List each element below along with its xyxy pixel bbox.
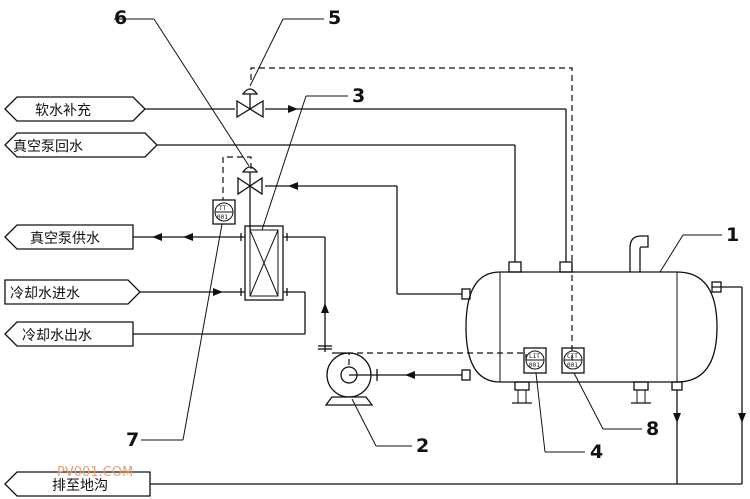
flow-arrow [152, 233, 162, 241]
cooling-water-control-valve [237, 166, 263, 196]
flow-arrow [405, 371, 415, 379]
callout-1: 1 [726, 224, 739, 246]
label-soft-water-text: 软水补充 [35, 103, 91, 119]
label-drain-text: 排至地沟 [52, 478, 108, 494]
flow-arrow [183, 233, 193, 241]
flow-arrow [213, 288, 223, 296]
tt-number: 001 [217, 214, 228, 221]
control-signal-lines [222, 67, 573, 368]
soft-water-control-valve [236, 88, 264, 119]
cit-tag: CIT [567, 353, 578, 360]
label-cooling-in-text: 冷却水进水 [10, 286, 80, 302]
flow-arrow [738, 413, 746, 423]
flow-arrow [321, 303, 329, 313]
label-cooling-water-out: 冷却水出水 [4, 321, 134, 347]
soft-water-pipe [145, 105, 567, 262]
label-vacuum-return-text: 真空泵回水 [13, 139, 83, 155]
label-vacuum-supply-text: 真空泵供水 [30, 231, 100, 247]
drain-pipe [150, 286, 746, 485]
temperature-transmitter-tt001: TT 001 [212, 199, 236, 225]
flow-arrow [288, 182, 298, 190]
label-cooling-water-in: 冷却水进水 [4, 279, 141, 305]
callout-leaders [114, 18, 722, 453]
pump-discharge-pipe [283, 236, 332, 352]
vacuum-return-pipe [157, 144, 516, 262]
horizontal-storage-tank [461, 235, 722, 404]
pump-suction-pipe [375, 369, 462, 381]
lit-tag: LIT [529, 353, 540, 360]
plate-heat-exchanger [240, 225, 288, 301]
cit-number: 001 [567, 362, 578, 369]
callout-7: 7 [126, 429, 139, 451]
watermark: PV001.COM [57, 465, 133, 480]
lit-number: 001 [529, 362, 540, 369]
conductivity-transmitter-cit001: CIT 001 [561, 347, 585, 374]
callout-3: 3 [352, 85, 365, 107]
callout-8: 8 [646, 418, 659, 440]
label-vacuum-pump-supply: 真空泵供水 [4, 224, 134, 250]
cooling-out-pipe [133, 291, 306, 335]
label-cooling-out-text: 冷却水出水 [22, 328, 92, 344]
label-vacuum-pump-return: 真空泵回水 [4, 132, 158, 158]
callout-4: 4 [590, 441, 603, 463]
vacuum-supply-pipe [133, 233, 245, 241]
centrifugal-pump [324, 352, 375, 406]
level-transmitter-lit001: LIT 001 [523, 347, 547, 374]
exchanger-to-tank-pipe [249, 182, 462, 295]
cooling-in-pipe [140, 288, 245, 296]
flow-arrow [288, 105, 298, 113]
label-soft-water-makeup: 软水补充 [4, 96, 146, 122]
callout-5: 5 [328, 7, 341, 29]
callout-6: 6 [114, 7, 127, 29]
flow-arrow [673, 413, 681, 423]
callout-2: 2 [416, 435, 429, 457]
tt-tag: TT [219, 205, 227, 212]
